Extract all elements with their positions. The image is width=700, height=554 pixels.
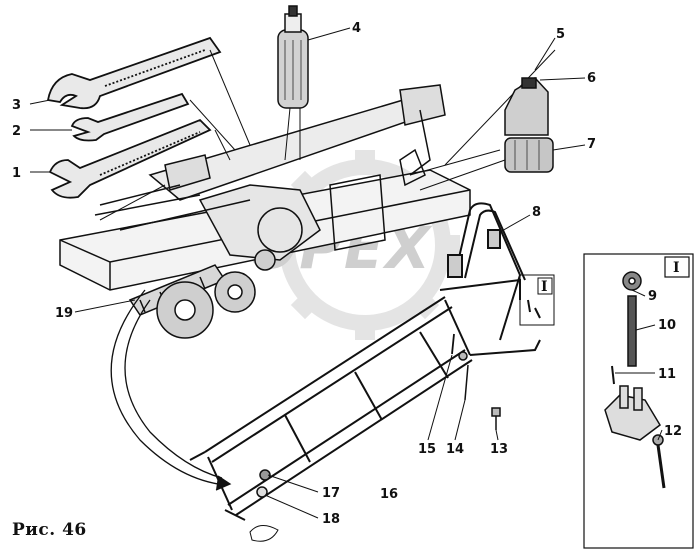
leader-lines	[99, 49, 556, 221]
callout-15: 15	[418, 442, 436, 457]
filter-7	[504, 137, 554, 173]
callout-9: 9	[648, 289, 657, 304]
small-inset-label: I	[541, 279, 548, 295]
ladder-16	[189, 278, 541, 521]
inset-label: I	[673, 260, 680, 276]
callout-19: 19	[55, 306, 73, 321]
figure-caption: Рис. 46	[12, 520, 87, 540]
callout-17: 17	[322, 486, 340, 501]
pin-11	[611, 365, 615, 385]
callout-4: 4	[352, 21, 361, 36]
wrench-3	[46, 36, 222, 110]
callout-7: 7	[587, 137, 596, 152]
wrench-1	[48, 118, 212, 199]
wheels	[156, 249, 276, 339]
lamp-6	[504, 77, 549, 136]
nut-17	[259, 469, 271, 481]
stud-10	[627, 295, 637, 367]
callout-leaders	[29, 27, 663, 519]
pin-14	[458, 351, 469, 401]
callout-2: 2	[12, 124, 21, 139]
callout-3: 3	[12, 98, 21, 113]
bolt-12	[652, 434, 666, 489]
callout-6: 6	[587, 71, 596, 86]
bolt-13	[491, 407, 501, 430]
callout-8: 8	[532, 205, 541, 220]
callout-12: 12	[664, 424, 682, 439]
callouts: 1 2 3 4 5 6 7 8 9 10 11 12 13 14 15 16 1…	[12, 21, 682, 527]
callout-5: 5	[556, 27, 565, 42]
cylinder-4	[277, 5, 309, 109]
mount-arrow	[110, 289, 232, 491]
callout-1: 1	[12, 166, 21, 181]
pin-15	[451, 333, 455, 355]
small-inset: I	[519, 274, 555, 326]
callout-13: 13	[490, 442, 508, 457]
nut-9	[622, 271, 642, 291]
bracket-8	[447, 202, 526, 341]
callout-16: 16	[380, 487, 398, 502]
callout-10: 10	[658, 318, 676, 333]
callout-18: 18	[322, 512, 340, 527]
callout-14: 14	[446, 442, 464, 457]
wrench-2	[70, 92, 190, 142]
vehicle-body	[59, 84, 471, 291]
detail-inset: I	[583, 253, 694, 549]
washer-18	[256, 486, 268, 498]
inset-bracket	[604, 385, 661, 441]
lower-bracket	[249, 525, 279, 542]
callout-11: 11	[658, 367, 676, 382]
